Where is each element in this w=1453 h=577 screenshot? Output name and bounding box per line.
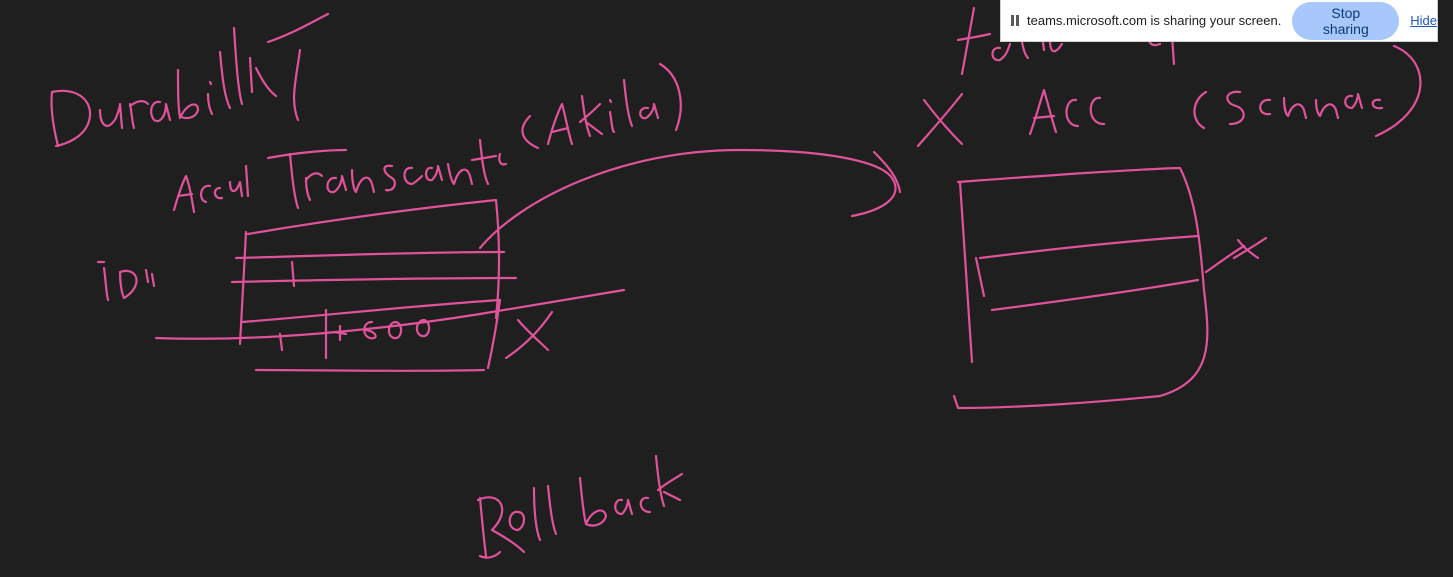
screen-share-notification-bar: teams.microsoft.com is sharing your scre…	[1000, 0, 1438, 42]
handwriting-acount	[172, 164, 250, 214]
sharing-message: teams.microsoft.com is sharing your scre…	[1027, 13, 1282, 28]
hide-link[interactable]: Hide	[1410, 13, 1437, 28]
cross-mark-right	[1232, 236, 1268, 260]
handwriting-id	[96, 260, 156, 302]
cross-mark-acc	[916, 92, 964, 148]
drawn-table-left	[154, 198, 626, 372]
drawn-arrow	[478, 148, 902, 250]
cross-mark-left	[504, 310, 554, 360]
handwriting-durability	[50, 12, 330, 148]
handwriting-scenario	[1193, 44, 1422, 138]
stop-sharing-button[interactable]: Stop sharing	[1292, 1, 1400, 40]
drawn-table-right	[952, 166, 1246, 410]
handwriting-transaction-akila	[266, 62, 682, 210]
pause-icon[interactable]	[1011, 15, 1019, 26]
handwriting-rollback	[476, 454, 684, 559]
handwriting-acc	[1028, 88, 1106, 136]
